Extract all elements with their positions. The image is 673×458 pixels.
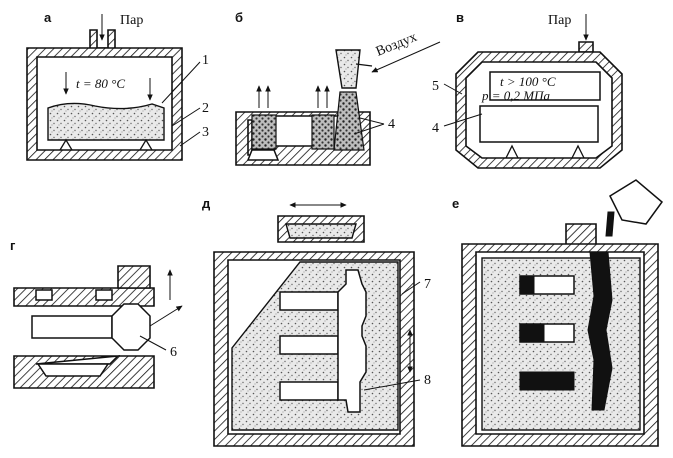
die-upper-riser (117, 265, 151, 289)
callout-6-leader (139, 335, 167, 351)
panel-a: а Пар t = 80 °C 1 2 3 (26, 10, 209, 161)
callout-4b-leader-2 (353, 123, 385, 135)
callout-3: 3 (202, 125, 209, 140)
upper-vent-2 (95, 289, 113, 301)
callout-8-leader (363, 379, 421, 391)
die-lower-cavity (36, 363, 110, 377)
panel-a-temp: t = 80 °C (76, 76, 125, 91)
panel-b: б Воздух 4 (235, 10, 441, 166)
callout-5: 5 (432, 79, 439, 94)
support-left (59, 138, 73, 151)
callout-2-leader (171, 107, 201, 127)
support-v-right (571, 144, 585, 159)
panel-v-pressure: p = 0,2 МПа (481, 88, 550, 103)
callout-1-leader (161, 61, 201, 104)
panel-a-letter: а (44, 10, 52, 25)
flask-e (461, 243, 659, 447)
callout-3-leader (179, 131, 201, 147)
callout-7-leader (401, 281, 421, 295)
panel-e-letter: е (452, 196, 459, 211)
support-right (139, 138, 153, 151)
callout-6: 6 (170, 345, 177, 360)
casting-3 (519, 371, 575, 391)
metal-sprue (587, 251, 613, 411)
callout-4v: 4 (432, 121, 439, 136)
pour-stream (605, 211, 615, 237)
panel-v-temp: t > 100 °C (500, 74, 556, 89)
core-box-base-left (246, 149, 280, 161)
core-upper (489, 71, 601, 101)
eject-arrow (149, 305, 183, 327)
casting-2-fill (519, 323, 545, 343)
bath-contents (47, 102, 165, 141)
core-lower (479, 105, 599, 143)
steam-inlet-v (578, 41, 594, 53)
core-g-head (111, 303, 151, 351)
panel-v-steam-label: Пар (548, 13, 571, 28)
hopper-sand (285, 223, 357, 239)
upper-vent-1 (35, 289, 53, 301)
casting-1-fill (519, 275, 535, 295)
panel-b-air-label: Воздух (374, 30, 419, 60)
autoclave-wall (455, 51, 623, 169)
callout-1: 1 (202, 53, 209, 68)
panel-g: г 6 (10, 238, 183, 389)
panel-d: д 7 8 (202, 196, 431, 447)
sprue-cup (565, 223, 597, 247)
air-arrow (371, 41, 441, 73)
panel-b-letter: б (235, 10, 243, 25)
panel-e: е (452, 179, 664, 447)
pattern-2 (279, 335, 339, 355)
blow-head (335, 49, 361, 89)
core-right (333, 91, 365, 151)
panel-v: в Пар t > 100 °C p = 0,2 МПа 5 4 (432, 10, 623, 169)
chamber-wall (26, 47, 183, 161)
pattern-3 (279, 381, 339, 401)
panel-g-letter: г (10, 238, 16, 253)
panel-d-letter: д (202, 196, 211, 211)
ladle (609, 179, 664, 225)
gating-system (337, 269, 367, 413)
support-v-left (505, 144, 519, 159)
panel-a-steam-label: Пар (120, 13, 143, 28)
callout-4v-leader (443, 113, 483, 127)
callout-2: 2 (202, 101, 209, 116)
callout-4b: 4 (388, 117, 395, 132)
panel-v-letter: в (456, 10, 464, 25)
callout-4b-leader-1 (359, 117, 385, 125)
callout-8: 8 (424, 373, 431, 388)
core-middle (311, 114, 335, 150)
air-nozzle (355, 63, 373, 67)
core-left (251, 114, 277, 150)
pattern-1 (279, 291, 339, 311)
core-g (31, 315, 113, 339)
callout-5-leader (443, 83, 463, 95)
flask-d (213, 251, 415, 447)
callout-7: 7 (424, 277, 431, 292)
